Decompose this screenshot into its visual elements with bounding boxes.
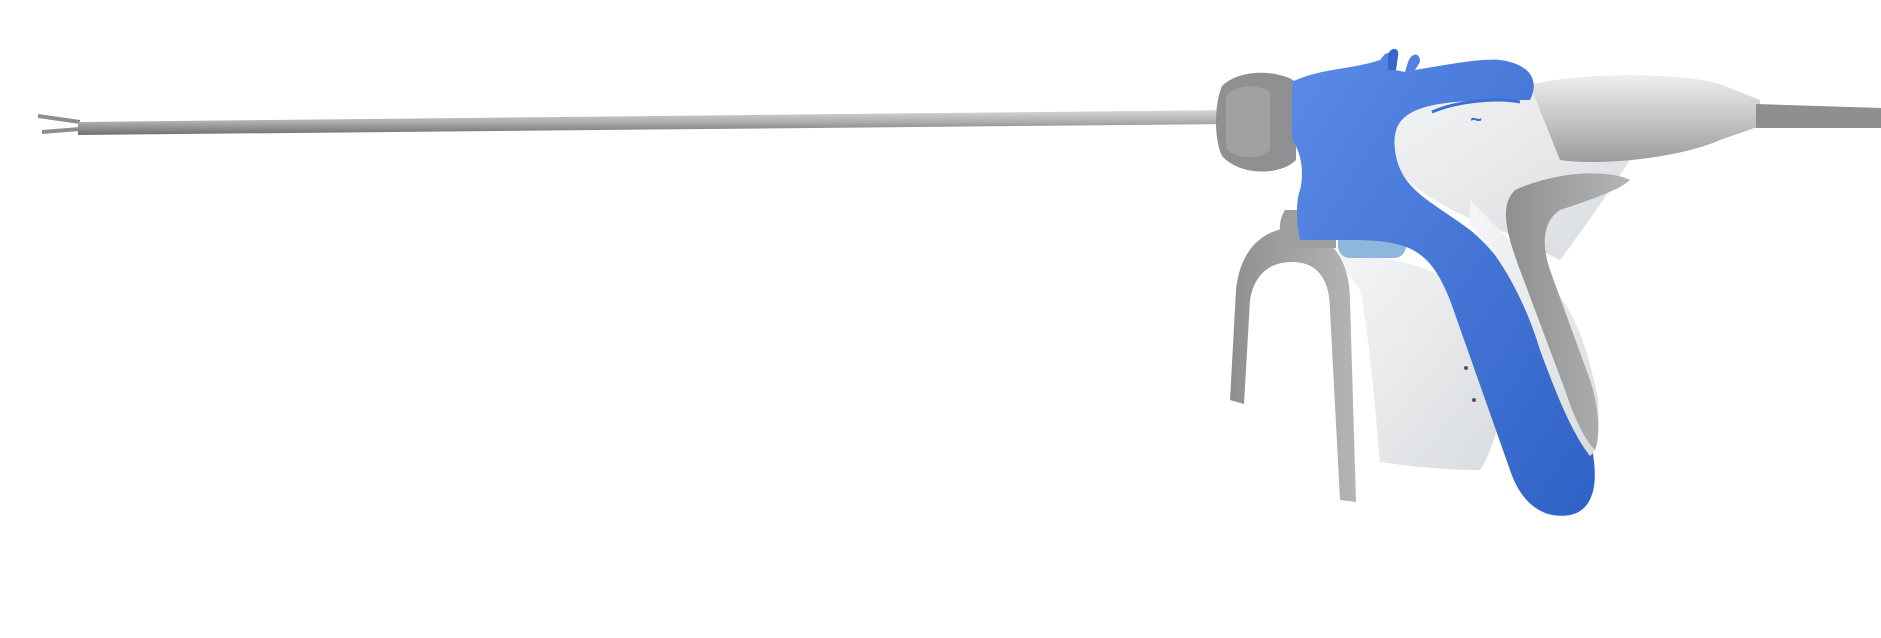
rotation-knob [1216, 72, 1296, 172]
tail-housing [1530, 75, 1760, 162]
svg-text:~: ~ [1470, 109, 1482, 131]
detail-dot [1472, 398, 1476, 402]
jaw-tip [38, 114, 80, 134]
finger-bracket [1230, 228, 1356, 502]
detail-dot [1464, 366, 1468, 370]
rear-grip [1505, 173, 1630, 450]
cable [1756, 104, 1881, 128]
energy-device-logo: ~ [1431, 98, 1521, 131]
shell-notch [1388, 48, 1399, 70]
device-shaft [78, 110, 1230, 135]
handle-blue-shell [1292, 53, 1595, 516]
